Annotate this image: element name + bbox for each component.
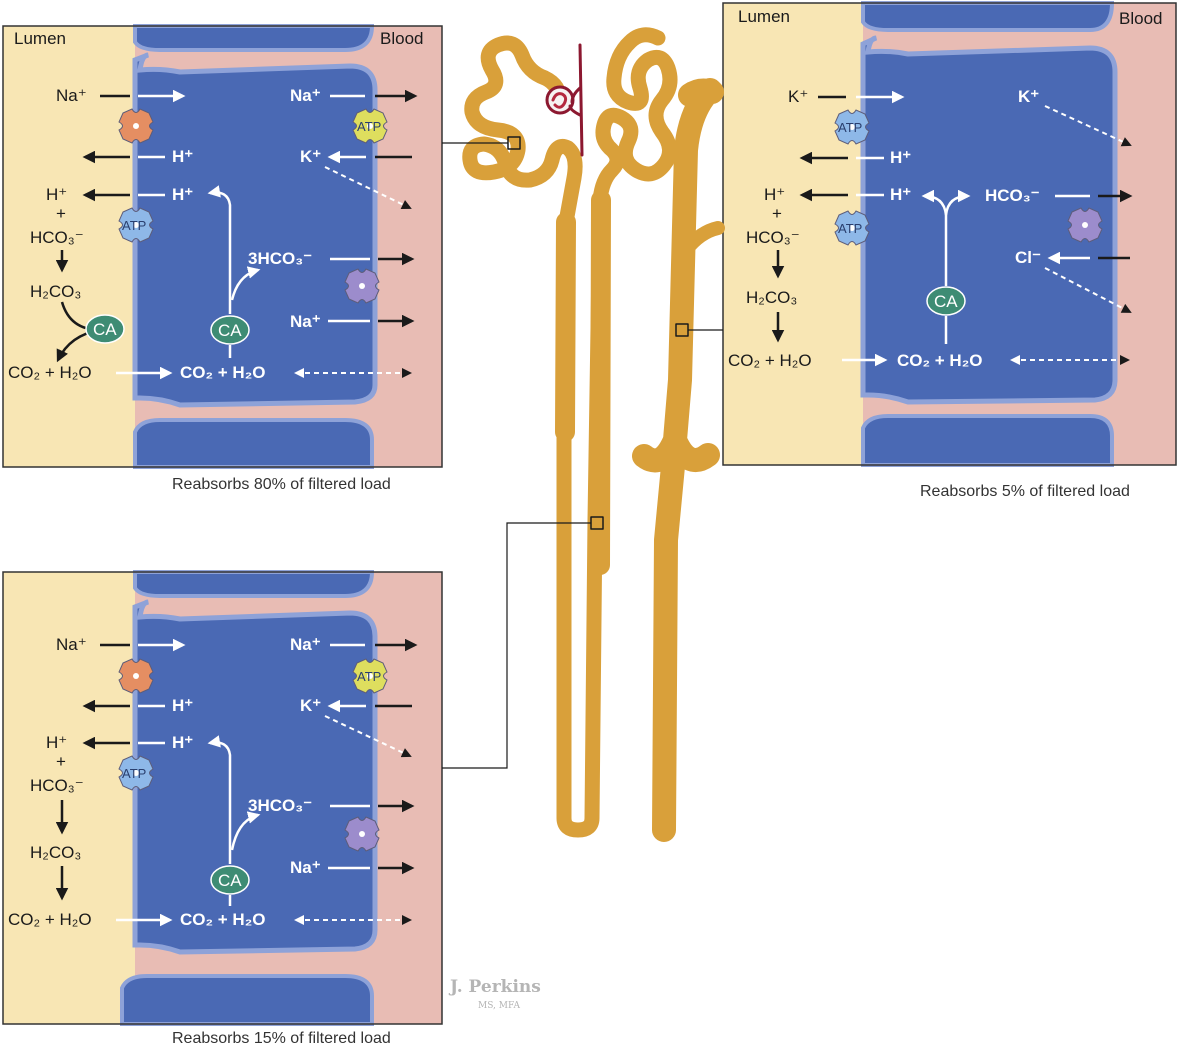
collecting-atp-bottom: ATP [838, 221, 862, 236]
loop-cell-bottom [120, 974, 374, 1026]
proximal-k-blood: K⁺ [300, 147, 321, 166]
loop-atp-basolateral: ATP [357, 669, 381, 684]
collecting-co2-cell: CO₂ + H₂O [897, 351, 982, 370]
nephron-ascending-thick [590, 190, 611, 575]
collecting-ca: CA [934, 292, 958, 311]
loop-na-lumen: Na⁺ [56, 635, 87, 654]
loop-co2-lumen: CO₂ + H₂O [8, 910, 92, 929]
leader-loop [442, 522, 591, 769]
proximal-co2-lumen: CO₂ + H₂O [8, 363, 92, 382]
proximal-blood-label: Blood [380, 29, 423, 48]
proximal-na-hco3-cotransporter-icon [344, 268, 380, 304]
loop-na-hco3-cotransporter-icon [344, 816, 380, 852]
proximal-cell-bottom [133, 418, 374, 469]
collecting-ca-badge [926, 286, 966, 316]
collecting-hco3-cell: HCO₃⁻ [985, 186, 1040, 205]
proximal-atp-basolateral: ATP [357, 119, 381, 134]
proximal-lumen-bg [3, 26, 135, 467]
proximal-hco3-lumen: HCO₃⁻ [30, 228, 84, 247]
collecting-cl-blood: Cl⁻ [1015, 248, 1041, 267]
loop-panel-frame [2, 571, 443, 1025]
collecting-plus: + [772, 204, 782, 223]
proximal-tubule-panel: Lumen Blood Na⁺ H⁺ ATP H⁺ H⁺ + HCO₃⁻ H₂C… [2, 24, 443, 493]
nephron-collecting-duct [632, 78, 724, 842]
proximal-cell [132, 52, 378, 408]
loop-co2-cell: CO₂ + H₂O [180, 910, 265, 929]
proximal-na-cotransport: Na⁺ [290, 312, 321, 331]
proximal-na-h-antiporter-icon [118, 108, 154, 144]
loop-plus: + [56, 752, 66, 771]
proximal-h-cell-row1: H⁺ [172, 147, 193, 166]
collecting-h2co3: H₂CO₃ [746, 288, 797, 307]
collecting-h-lumen: H⁺ [764, 185, 785, 204]
loop-ca-cell: CA [218, 871, 242, 890]
artist-credentials: MS, MFA [478, 1001, 520, 1011]
collecting-cl-hco3-exchanger-icon [1067, 207, 1103, 243]
artist-signature: J. Perkins [448, 977, 541, 997]
collecting-duct-panel: Lumen Blood ATP K⁺ H⁺ ATP H⁺ H⁺ + HCO₃⁻ … [722, 1, 1177, 500]
proximal-atp-apical: ATP [122, 218, 146, 233]
proximal-na-lumen: Na⁺ [56, 86, 87, 105]
loop-caption: Reabsorbs 15% of filtered load [172, 1030, 391, 1047]
loop-h-cell: H⁺ [172, 733, 193, 752]
collecting-h-row1: H⁺ [890, 148, 911, 167]
loop-ca-cell-badge [210, 865, 250, 895]
collecting-hco3-lumen: HCO₃⁻ [746, 228, 800, 247]
collecting-k-blood: K⁺ [1018, 87, 1039, 106]
nephron-collecting-branch [679, 221, 725, 257]
loop-hco3-cell: 3HCO₃⁻ [248, 796, 312, 815]
collecting-cell [860, 35, 1118, 405]
loop-cell [132, 599, 378, 955]
loop-k-blood: K⁺ [300, 696, 321, 715]
proximal-panel-frame [2, 25, 443, 468]
proximal-h-lumen: H⁺ [46, 185, 67, 204]
loop-na-blood: Na⁺ [290, 635, 321, 654]
collecting-blood-label: Blood [1119, 9, 1162, 28]
proximal-caption: Reabsorbs 80% of filtered load [172, 476, 391, 493]
proximal-ca-lumen-badge [85, 314, 125, 344]
glomerulus [545, 43, 584, 157]
leader-lines [442, 142, 723, 769]
loop-h-lumen: H⁺ [46, 733, 67, 752]
nephron-illustration [462, 27, 725, 842]
loop-na-h-antiporter-icon [118, 658, 154, 694]
loop-lumen-bg [3, 572, 135, 1024]
collecting-cell-top [861, 1, 1115, 32]
collecting-atp-top: ATP [838, 120, 862, 135]
loop-h2co3: H₂CO₃ [30, 843, 81, 862]
nephron-descending-thick [555, 212, 576, 442]
proximal-h-cell: H⁺ [172, 185, 193, 204]
collecting-h-cell: H⁺ [890, 185, 911, 204]
collecting-co2-lumen: CO₂ + H₂O [728, 351, 812, 370]
loop-h-cell-row1: H⁺ [172, 696, 193, 715]
loop-na-cotransport: Na⁺ [290, 858, 321, 877]
nephron-proximal-descending [462, 27, 678, 838]
proximal-cell-top [133, 24, 375, 52]
proximal-na-blood: Na⁺ [290, 86, 321, 105]
collecting-lumen-label: Lumen [738, 7, 790, 26]
proximal-lumen-label: Lumen [14, 29, 66, 48]
collecting-panel-frame [722, 2, 1177, 466]
collecting-k-lumen: K⁺ [788, 87, 808, 106]
loop-panel: Na⁺ H⁺ ATP H⁺ H⁺ + HCO₃⁻ H₂CO₃ CO₂ + H₂O… [2, 570, 443, 1047]
proximal-ca-cell: CA [218, 321, 242, 340]
collecting-cell-bottom [861, 414, 1114, 467]
collecting-caption: Reabsorbs 5% of filtered load [920, 483, 1130, 500]
proximal-plus: + [56, 204, 66, 223]
proximal-h2co3: H₂CO₃ [30, 282, 81, 301]
loop-cell-top [133, 570, 375, 598]
loop-hco3-lumen: HCO₃⁻ [30, 776, 84, 795]
loop-atp-apical: ATP [122, 766, 146, 781]
proximal-ca-cell-badge [210, 315, 250, 345]
proximal-co2-cell: CO₂ + H₂O [180, 363, 265, 382]
proximal-hco3-cell: 3HCO₃⁻ [248, 249, 312, 268]
proximal-ca-lumen: CA [93, 320, 117, 339]
